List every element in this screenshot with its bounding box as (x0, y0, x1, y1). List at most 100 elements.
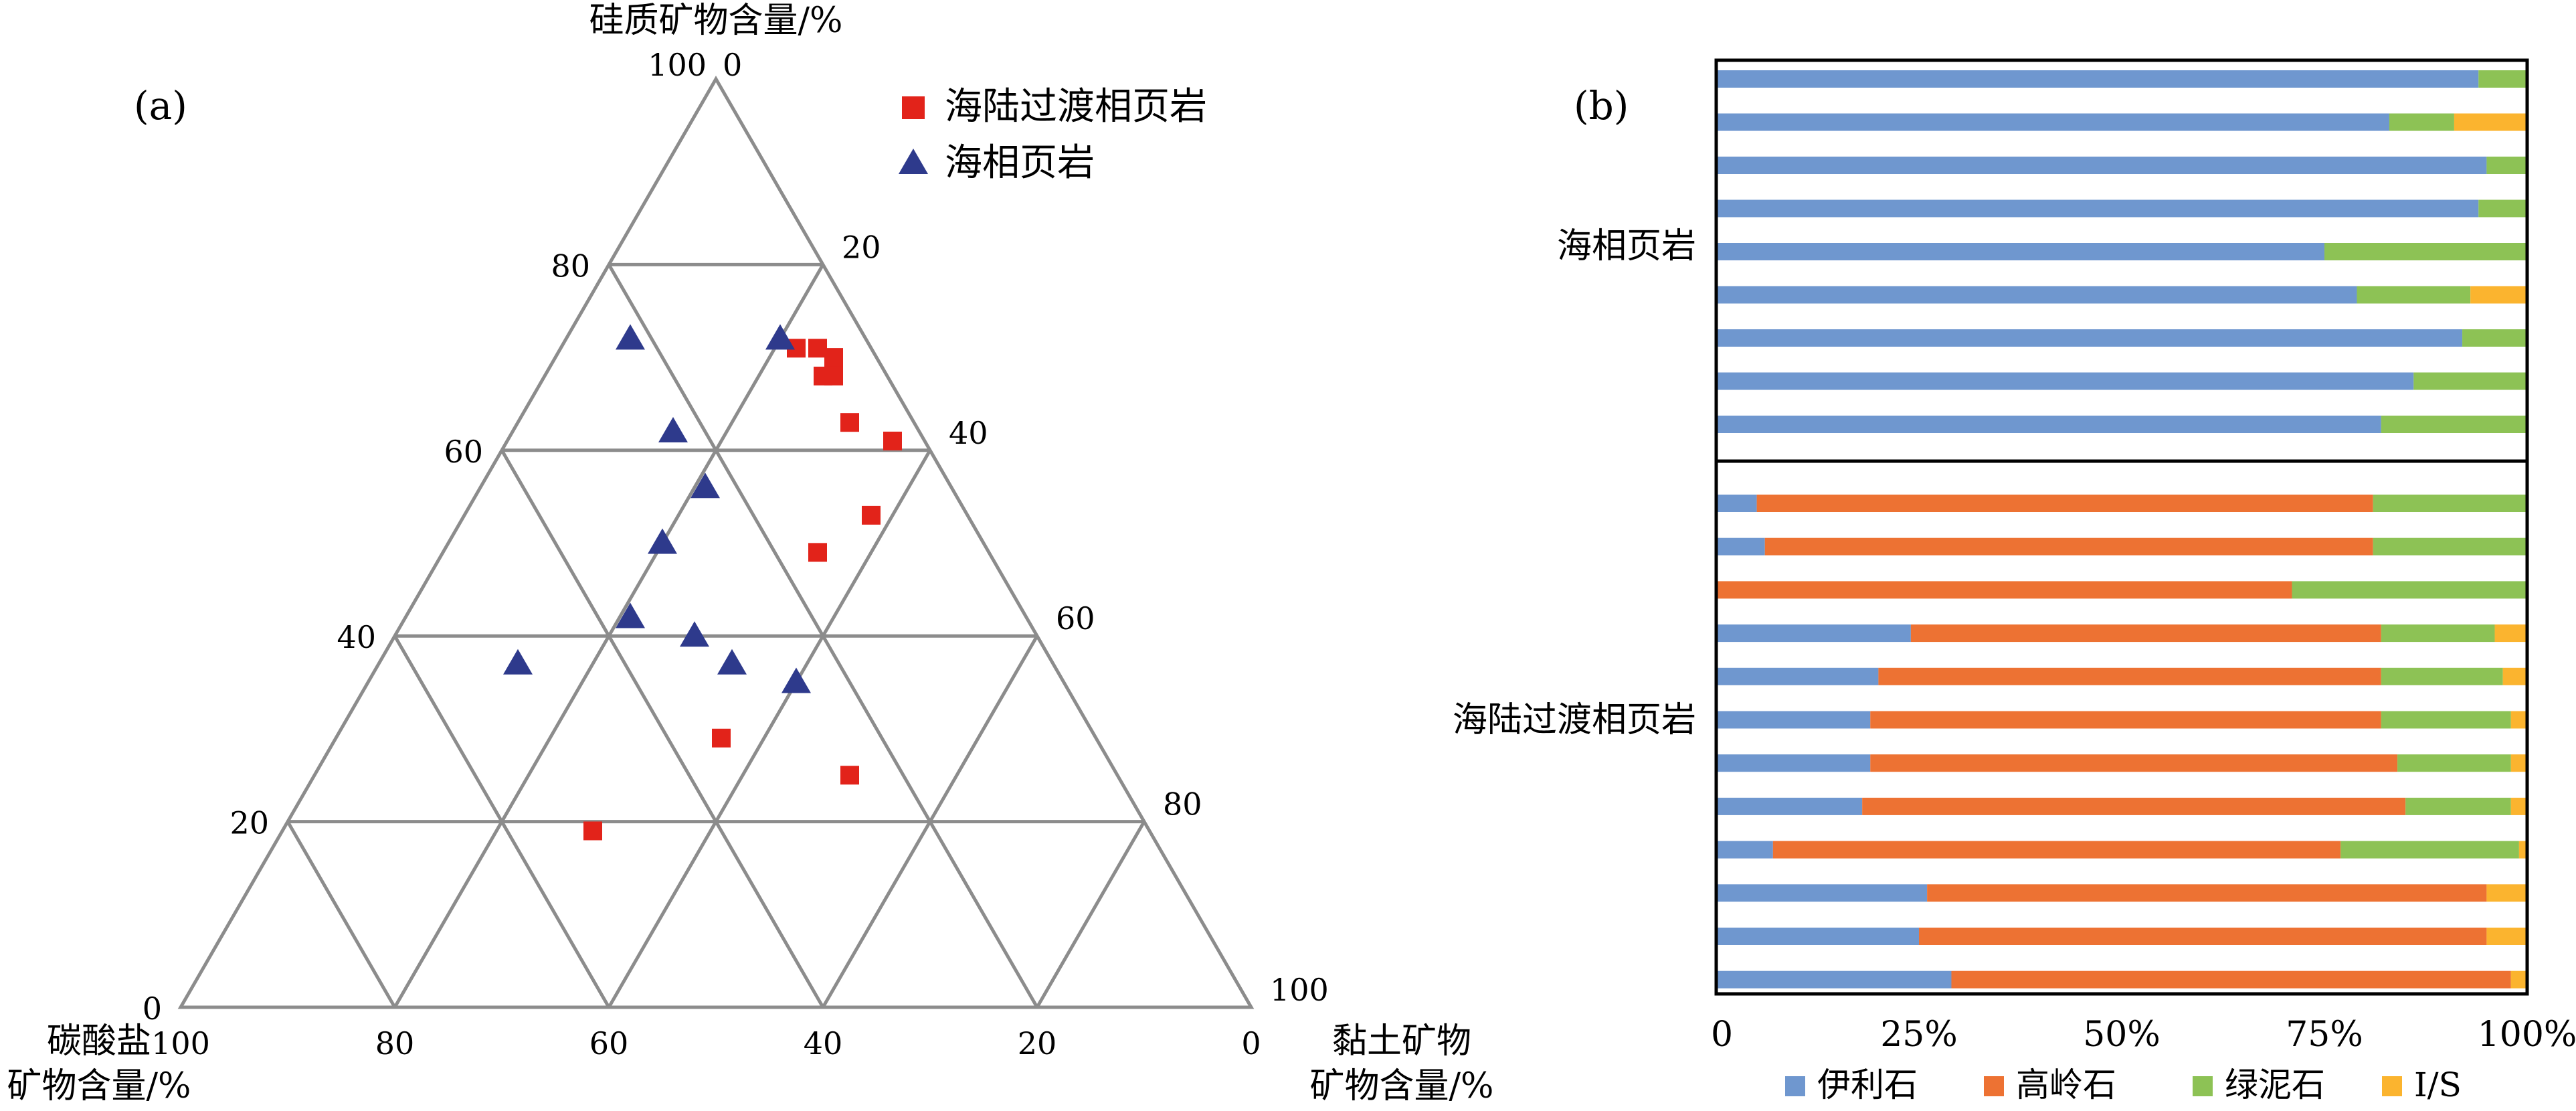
top-axis-tick: 40 (337, 619, 376, 655)
top-axis-tick: 0 (143, 991, 162, 1027)
left-axis-label-line1: 碳酸盐 (47, 1021, 151, 1061)
marine-shale-point (691, 473, 720, 499)
marine-shale-point (658, 417, 688, 443)
bar-segment-伊利石 (1716, 797, 1863, 815)
bar-segment-I/S (2486, 884, 2527, 902)
transitional-shale-point (583, 821, 602, 841)
bar-segment-绿泥石 (2413, 372, 2527, 390)
bar-segment-伊利石 (1716, 157, 2487, 174)
marine-shale-point (503, 649, 533, 675)
top-axis-tick: 60 (444, 434, 483, 470)
grid-line-carbonate-60 (393, 634, 611, 1009)
top-axis-tick: 20 (229, 805, 269, 841)
bar-segment-I/S (2454, 113, 2527, 131)
bar-segment-高岭石 (1716, 581, 2292, 599)
bar-segment-绿泥石 (2381, 624, 2495, 643)
bar-segment-伊利石 (1716, 243, 2324, 260)
legend-marker-伊利石 (1785, 1076, 1805, 1096)
top-axis-tick: 80 (551, 248, 590, 284)
top-axis-tick: 100 (648, 47, 707, 83)
right-axis-tick: 40 (949, 415, 988, 451)
marine-shale-point (717, 649, 747, 675)
x-tick-label: 50% (2083, 1015, 2160, 1055)
bar-segment-绿泥石 (2486, 157, 2527, 174)
bar-segment-伊利石 (1716, 372, 2414, 390)
marine-shale-point (781, 667, 811, 693)
left-axis-tick: 80 (375, 1025, 415, 1061)
bar-segment-绿泥石 (2381, 416, 2527, 433)
legend-label: 高岭石 (2016, 1065, 2116, 1104)
bar-segment-伊利石 (1716, 884, 1928, 902)
right-axis-tick: 60 (1056, 600, 1095, 636)
bar-segment-I/S (2494, 624, 2527, 643)
legend-label: 绿泥石 (2225, 1065, 2325, 1104)
x-tick-label: 75% (2286, 1015, 2363, 1055)
bar-segment-I/S (2510, 754, 2527, 772)
legend-marker-transitional (902, 96, 925, 119)
legend-marker-I/S (2382, 1076, 2402, 1096)
bar-segment-高岭石 (1927, 884, 2487, 902)
bar-segment-绿泥石 (2389, 113, 2454, 131)
bar-segment-绿泥石 (2292, 581, 2527, 599)
bar-segment-绿泥石 (2405, 797, 2511, 815)
bar-segment-I/S (2502, 667, 2527, 685)
bar-segment-高岭石 (1919, 928, 2487, 945)
bar-segment-I/S (2510, 797, 2527, 815)
transitional-shale-point (808, 339, 827, 358)
marine-shale-point (765, 324, 795, 350)
bar-segment-伊利石 (1716, 928, 1919, 945)
plot-frame (1714, 58, 2529, 996)
right-axis-tick: 0 (723, 47, 742, 83)
right-axis-tick: 100 (1270, 972, 1329, 1008)
grid-line-carbonate-40 (500, 449, 825, 1009)
transitional-shale-point (824, 366, 843, 386)
bar-segment-绿泥石 (2381, 667, 2503, 685)
ternary-points (503, 324, 902, 841)
bar-segment-伊利石 (1716, 970, 1952, 989)
grid-line-carbonate-80 (286, 821, 397, 1009)
legend-label: I/S (2414, 1065, 2462, 1104)
bar-segment-绿泥石 (2462, 329, 2527, 347)
bar-segment-伊利石 (1716, 537, 1765, 556)
bar-segment-高岭石 (1756, 495, 2373, 512)
plot-border (1714, 58, 2529, 996)
legend-marker-绿泥石 (2193, 1076, 2213, 1096)
bars (1716, 70, 2527, 989)
bar-segment-I/S (2470, 286, 2527, 304)
left-axis-tick: 100 (151, 1025, 210, 1061)
bar-segment-高岭石 (1951, 970, 2511, 989)
ternary-grid (177, 75, 1255, 1009)
bar-segment-伊利石 (1716, 495, 1757, 512)
bar-segment-伊利石 (1716, 667, 1879, 685)
bar-segment-绿泥石 (2373, 495, 2527, 512)
legend-marker-marine (899, 149, 928, 174)
bar-segment-伊利石 (1716, 329, 2463, 347)
legend-marker-高岭石 (1984, 1076, 2004, 1096)
ternary-outline (177, 75, 1255, 1009)
bar-segment-高岭石 (1870, 711, 2381, 729)
bar-segment-伊利石 (1716, 624, 1911, 643)
bar-segment-绿泥石 (2324, 243, 2527, 260)
group-label-marine: 海相页岩 (1557, 226, 1696, 266)
bar-segment-高岭石 (1878, 667, 2381, 685)
transitional-shale-point (712, 728, 731, 748)
grid-line-clay-80 (1035, 821, 1146, 1009)
grid-line-clay-60 (821, 634, 1039, 1009)
bar-segment-绿泥石 (2357, 286, 2471, 304)
x-tick-label: 100% (2478, 1015, 2576, 1055)
transitional-shale-point (840, 413, 859, 432)
left-axis-tick: 20 (1018, 1025, 1057, 1061)
bar-segment-I/S (2510, 970, 2527, 989)
transitional-shale-point (883, 431, 902, 450)
group-label-transitional: 海陆过渡相页岩 (1453, 700, 1696, 740)
right-axis-label-line1: 黏土矿物 (1332, 1021, 1471, 1061)
legend-label: 伊利石 (1817, 1065, 1918, 1104)
bar-legend: 伊利石 高岭石 绿泥石 I/S (1785, 1065, 2462, 1104)
x-tick-label: 25% (1880, 1015, 1958, 1055)
marine-shale-point (648, 528, 677, 554)
bar-segment-高岭石 (1910, 624, 2381, 643)
right-axis-tick: 20 (842, 229, 881, 265)
